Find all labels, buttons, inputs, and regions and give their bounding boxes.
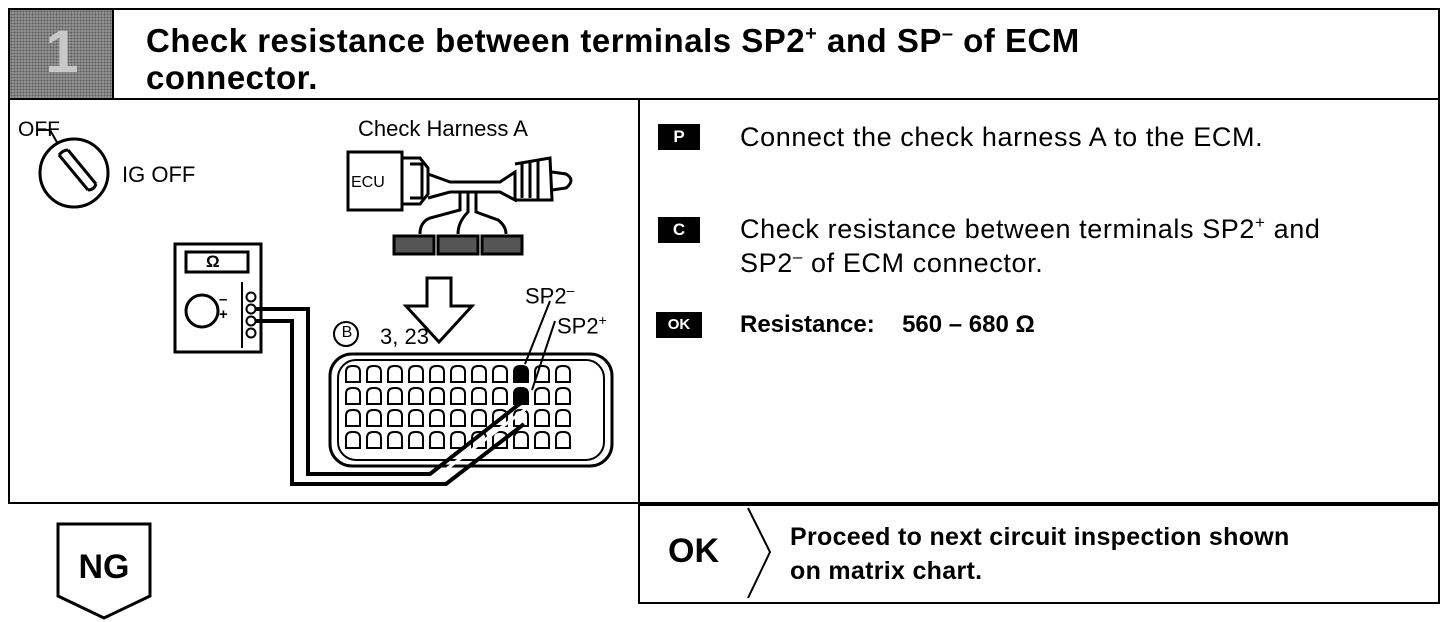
connector-pin <box>534 431 550 449</box>
title-text-1: Check resistance between terminals SP2 <box>146 22 806 59</box>
connector-pin <box>492 365 508 383</box>
connector-pin <box>555 431 571 449</box>
connector-pin <box>492 387 508 405</box>
resistance-spec: Resistance: 560 – 680 Ω <box>740 308 1035 342</box>
step-number-box: 1 <box>10 10 114 98</box>
connector-pin <box>450 387 466 405</box>
connector-pin <box>366 387 382 405</box>
connector-pins-label: 3, 23 <box>380 324 429 349</box>
connector-pin-grid <box>345 365 571 449</box>
step-title: Check resistance between terminals SP2+ … <box>146 22 1416 96</box>
wiring-diagram <box>36 129 614 486</box>
connector-pin <box>450 431 466 449</box>
ng-result-label: NG <box>78 548 130 586</box>
connector-pin <box>345 409 361 427</box>
connector-pin <box>534 409 550 427</box>
connector-pin <box>387 387 403 405</box>
ok-result-text: Proceed to next circuit inspection shown… <box>790 523 1290 585</box>
connector-pin <box>513 387 529 405</box>
ignition-key-icon <box>36 129 110 209</box>
connector-pin <box>345 431 361 449</box>
harness-connector-blocks <box>392 234 524 256</box>
connector-pin <box>429 431 445 449</box>
step-number: 1 <box>45 18 79 85</box>
connector-pin <box>534 365 550 383</box>
connector-pin <box>387 409 403 427</box>
connector-pin <box>345 365 361 383</box>
title-line-2: connector. <box>146 59 318 96</box>
prepare-badge: P <box>658 124 700 150</box>
ohmmeter-icon <box>173 242 263 354</box>
sp2-minus-leader <box>524 300 551 365</box>
connector-pin <box>513 365 529 383</box>
connector-pin <box>408 387 424 405</box>
connector-pin <box>366 409 382 427</box>
step-header: 1 Check resistance between terminals SP2… <box>8 8 1440 100</box>
sp2-plus-leader <box>531 320 556 391</box>
connector-b-circle <box>333 321 359 347</box>
connector-pin <box>555 409 571 427</box>
connector-pin <box>471 365 487 383</box>
check-harness-label: Check Harness A <box>358 116 528 141</box>
connector-pin <box>408 365 424 383</box>
resistance-label: Resistance: <box>740 311 875 338</box>
ig-off-label: IG OFF <box>122 162 196 187</box>
check-badge: C <box>658 217 700 243</box>
connector-pin <box>555 387 571 405</box>
resistance-value: 560 – 680 Ω <box>902 311 1035 338</box>
sp2-minus-label: SP2– <box>525 282 575 309</box>
connector-pin <box>429 365 445 383</box>
prepare-text: Connect the check harness A to the ECM. <box>740 122 1264 152</box>
connector-pin <box>366 431 382 449</box>
connector-pin <box>366 365 382 383</box>
check-harness-icon <box>346 150 573 235</box>
ohm-symbol: Ω <box>206 252 220 271</box>
ok-result-box <box>638 504 1440 604</box>
connector-pin <box>408 409 424 427</box>
connector-pin <box>345 387 361 405</box>
down-arrow-icon <box>402 276 476 345</box>
test-lead-wires <box>256 307 528 486</box>
connector-pin <box>387 365 403 383</box>
ng-tag <box>56 522 152 620</box>
connector-pin <box>387 431 403 449</box>
connector-letter: B <box>341 324 353 341</box>
connector-pin <box>534 387 550 405</box>
connector-pin <box>429 409 445 427</box>
meter-minus-label: – <box>219 291 228 308</box>
title-sup-plus: + <box>805 23 818 45</box>
connector-pin <box>513 431 529 449</box>
ok-chevron <box>747 507 772 599</box>
connector-pin <box>450 365 466 383</box>
ecu-label: ECU <box>351 174 385 191</box>
meter-plus-label: + <box>219 306 228 323</box>
connector-pin <box>450 409 466 427</box>
connector-pin <box>471 387 487 405</box>
step-body-frame <box>8 100 1440 504</box>
connector-pin <box>471 409 487 427</box>
connector-pin <box>555 365 571 383</box>
connector-pin <box>471 431 487 449</box>
title-text-3: of ECM <box>953 22 1080 59</box>
sp2-plus-label: SP2+ <box>557 312 607 339</box>
connector-pin <box>429 387 445 405</box>
ok-spec-badge: OK <box>656 312 702 338</box>
title-sup-minus: – <box>941 23 954 45</box>
connector-pin <box>408 431 424 449</box>
check-text: Check resistance between terminals SP2+ … <box>740 213 1321 278</box>
title-text-2: and SP <box>817 22 942 59</box>
ok-result-label: OK <box>668 532 719 570</box>
column-divider <box>638 100 640 604</box>
off-label: OFF <box>18 118 60 141</box>
